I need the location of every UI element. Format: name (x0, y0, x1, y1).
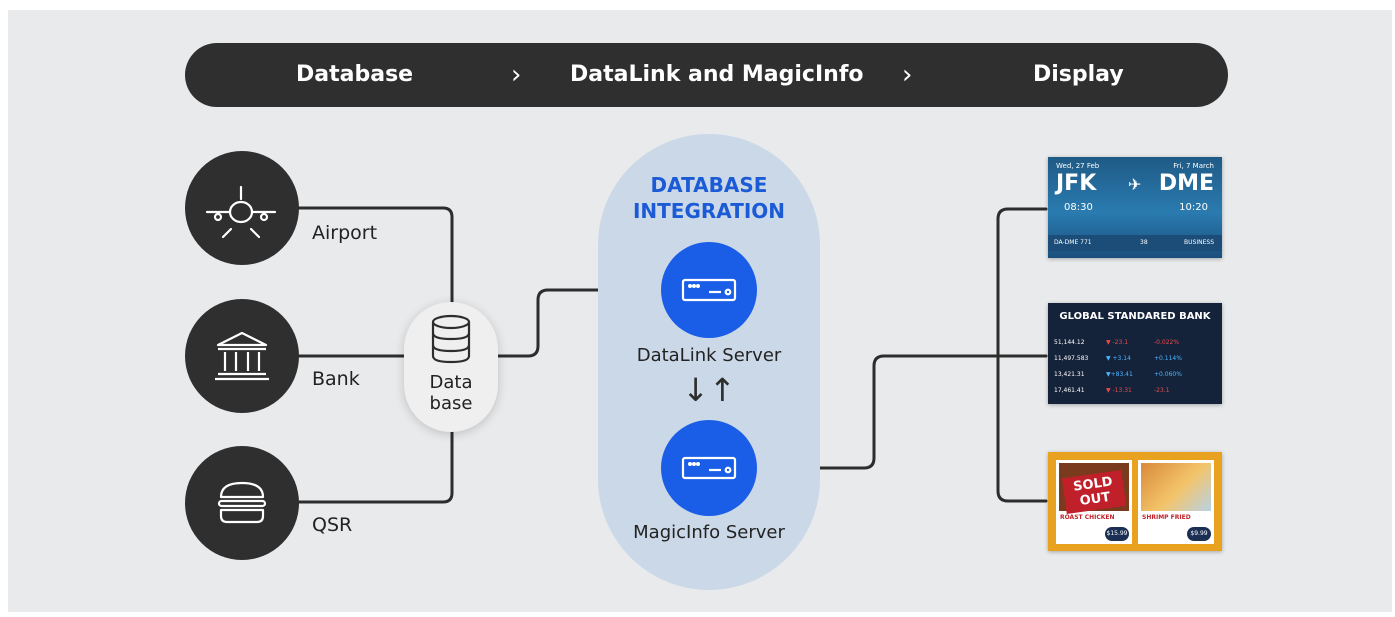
flight-date-right: Fri, 7 March (1173, 162, 1214, 170)
database-label: Data base (429, 372, 473, 414)
qsr-label: QSR (312, 514, 353, 536)
ticker-row: 51,144.12 ▼ -23.1 -0.022% (1054, 339, 1180, 346)
server-icon (681, 456, 737, 480)
airplane-icon (205, 185, 277, 239)
flight-origin: JFK (1056, 171, 1097, 196)
menu-item-name: SHRIMP FRIED (1142, 514, 1191, 521)
flight-number: DA-DME 771 (1054, 239, 1092, 246)
qsr-source (185, 446, 299, 560)
integration-title: DATABASE INTEGRATION (632, 173, 786, 223)
flight-date-left: Wed, 27 Feb (1056, 162, 1100, 170)
database-icon (431, 314, 471, 364)
flight-gate: 38 (1140, 239, 1148, 246)
flight-display: Wed, 27 Feb Fri, 7 March JFK ✈ DME 08:30… (1048, 157, 1222, 258)
step-display: Display (1033, 62, 1124, 87)
qsr-menu-display: SOLD OUT ROAST CHICKEN $15.99 SHRIMP FRI… (1048, 452, 1222, 551)
burger-icon (217, 481, 267, 524)
datalink-server-node (661, 242, 757, 338)
bank-label: Bank (312, 368, 360, 390)
ticker-row: 11,497.583 ▼ +3.14 +0.114% (1054, 355, 1182, 362)
datalink-server-label: DataLink Server (636, 345, 782, 366)
bank-source (185, 299, 299, 413)
flight-arrival-time: 10:20 (1179, 202, 1208, 213)
magicinfo-server-label: MagicInfo Server (633, 522, 785, 543)
menu-card-right: SHRIMP FRIED $9.99 (1138, 460, 1214, 544)
food-photo (1141, 463, 1211, 511)
flight-destination: DME (1158, 171, 1214, 196)
flight-info-bar: DA-DME 771 38 BUSINESS (1048, 235, 1222, 251)
flight-class: BUSINESS (1184, 239, 1214, 246)
chevron-right-icon: › (511, 60, 522, 90)
step-datalink-magicinfo: DataLink and MagicInfo (570, 62, 864, 87)
menu-price: $15.99 (1105, 527, 1129, 541)
airport-label: Airport (312, 222, 378, 244)
ticker-row: 17,461.41 ▼ -13.31 -23.1 (1054, 387, 1170, 394)
server-icon (681, 278, 737, 302)
airplane-icon: ✈ (1128, 175, 1142, 194)
bank-title: GLOBAL STANDARED BANK (1059, 311, 1211, 322)
flight-departure-time: 08:30 (1064, 202, 1093, 213)
chevron-right-icon: › (902, 60, 913, 90)
bank-display: GLOBAL STANDARED BANK 51,144.12 ▼ -23.1 … (1048, 303, 1222, 404)
process-steps-bar: Database › DataLink and MagicInfo › Disp… (185, 43, 1228, 107)
exchange-arrows-icon: ↓↑ (682, 371, 736, 409)
step-database: Database (296, 62, 414, 87)
bank-building-icon (215, 331, 269, 381)
magicinfo-server-node (661, 420, 757, 516)
menu-card-left: SOLD OUT ROAST CHICKEN $15.99 (1056, 460, 1132, 544)
database-node: Data base (404, 302, 498, 432)
menu-item-name: ROAST CHICKEN (1060, 514, 1115, 521)
airport-source (185, 151, 299, 265)
ticker-row: 13,421.31 ▼+83.41 +0.060% (1054, 371, 1182, 378)
menu-price: $9.99 (1187, 527, 1211, 541)
